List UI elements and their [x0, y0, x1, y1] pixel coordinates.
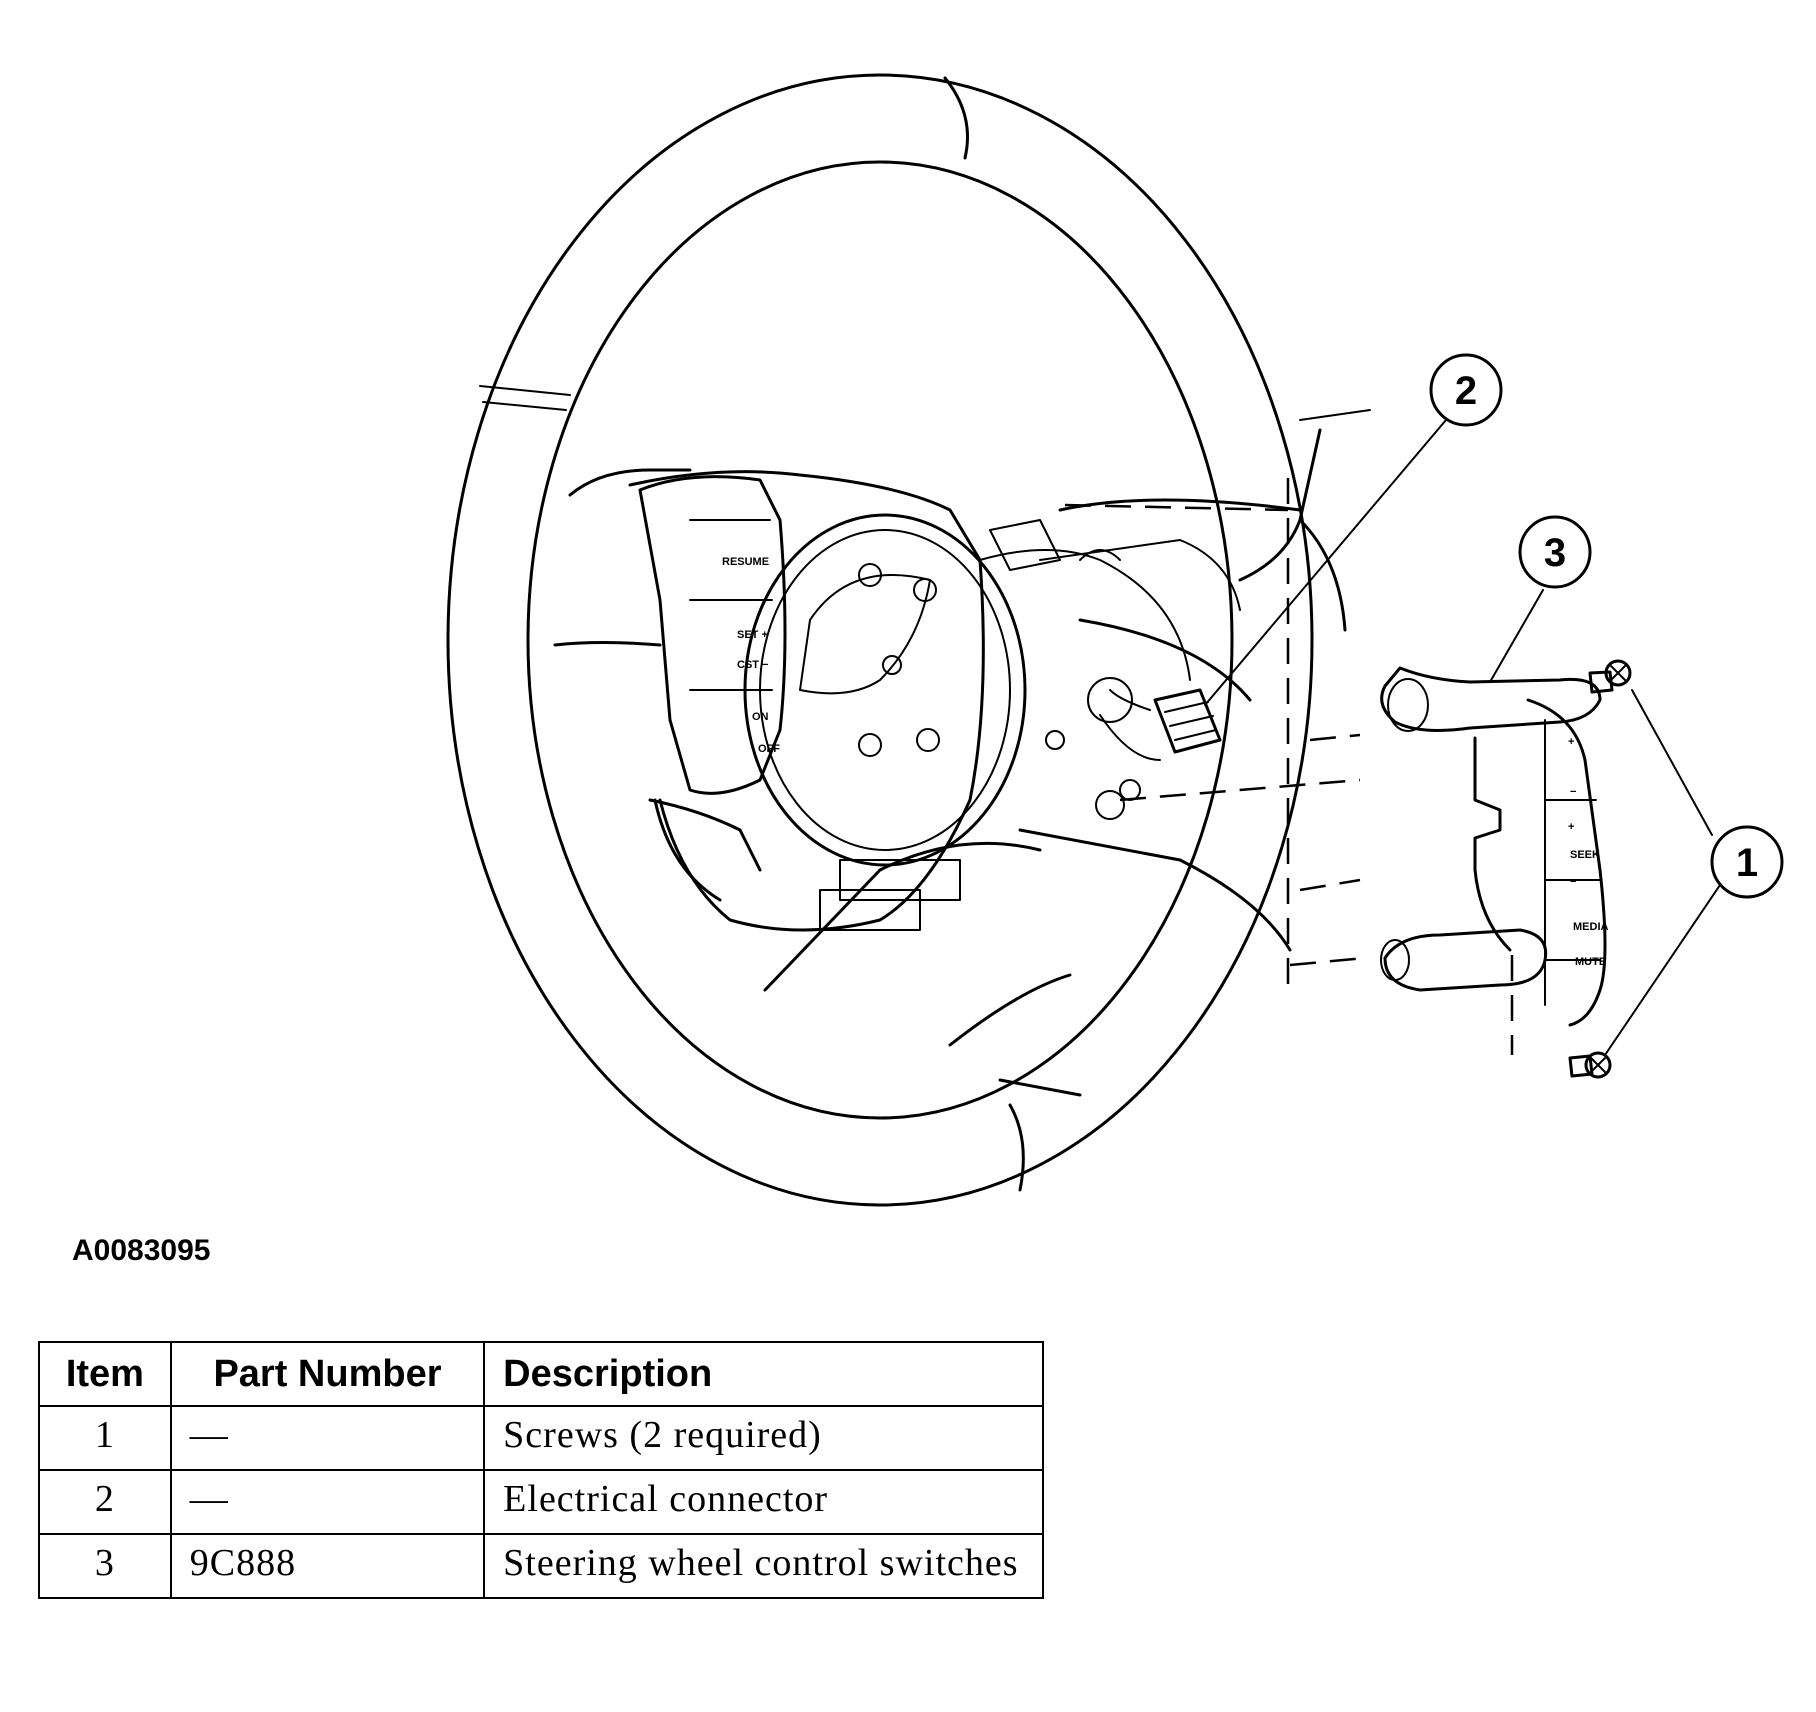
on-label: ON — [752, 711, 769, 723]
callout-2: 2 — [1429, 353, 1503, 427]
hub-assembly — [743, 513, 1141, 931]
parts-table: Item Part Number Description 1 — Screws … — [38, 1341, 1044, 1599]
resume-label: RESUME — [722, 556, 769, 568]
screw-upper — [1588, 659, 1632, 694]
audio-control-switch: + − + SEEK − MEDIA MUTE — [1380, 666, 1609, 1027]
cell-part-number: — — [169, 1405, 486, 1471]
cell-part-number: — — [169, 1469, 486, 1535]
table-header-row: Item Part Number Description — [38, 1341, 1044, 1407]
table-row: 3 9C888 Steering wheel control switches — [38, 1533, 1044, 1599]
steering-wheel-diagram: RESUME SET + CST − ON OFF + − — [446, 73, 1784, 1207]
set-label: SET + — [737, 629, 768, 641]
table-row: 2 — Electrical connector — [38, 1469, 1044, 1535]
mute-label: MUTE — [1575, 956, 1606, 968]
screw-lower — [1568, 1051, 1612, 1079]
header-part-number: Part Number — [169, 1341, 486, 1407]
callout-1-label: 1 — [1736, 841, 1758, 885]
electrical-connector — [1087, 677, 1222, 820]
assembly-guide-lines — [1064, 478, 1514, 1055]
callout-1: 1 — [1710, 825, 1784, 899]
steering-wheel-rim — [446, 73, 1371, 1207]
cell-description: Electrical connector — [483, 1469, 1044, 1535]
table-row: 1 — Screws (2 required) — [38, 1405, 1044, 1471]
callout-3-label: 3 — [1544, 531, 1566, 575]
figure-id: A0083095 — [72, 1234, 211, 1267]
right-spoke — [1018, 428, 1347, 952]
header-description: Description — [483, 1341, 1044, 1407]
cell-part-number: 9C888 — [169, 1533, 486, 1599]
seek-plus-label: + — [1568, 821, 1574, 833]
seek-label: SEEK — [1570, 849, 1600, 861]
cst-label: CST − — [737, 659, 768, 671]
off-label: OFF — [758, 743, 780, 755]
cell-item: 1 — [38, 1405, 172, 1471]
cell-item: 2 — [38, 1469, 172, 1535]
callout-leaders — [1204, 419, 1721, 1056]
header-item: Item — [38, 1341, 172, 1407]
speed-control-switch: RESUME SET + CST − ON OFF — [638, 475, 787, 795]
callout-3: 3 — [1518, 515, 1592, 589]
media-label: MEDIA — [1573, 921, 1609, 933]
cell-description: Screws (2 required) — [483, 1405, 1044, 1471]
seek-minus-label: − — [1570, 876, 1576, 888]
volume-minus-label: − — [1570, 786, 1576, 798]
volume-plus-label: + — [1568, 736, 1574, 748]
hub-plate — [628, 470, 1241, 932]
cell-item: 3 — [38, 1533, 172, 1599]
cell-description: Steering wheel control switches — [483, 1533, 1044, 1599]
left-spoke — [553, 468, 762, 902]
callout-2-label: 2 — [1455, 369, 1477, 413]
